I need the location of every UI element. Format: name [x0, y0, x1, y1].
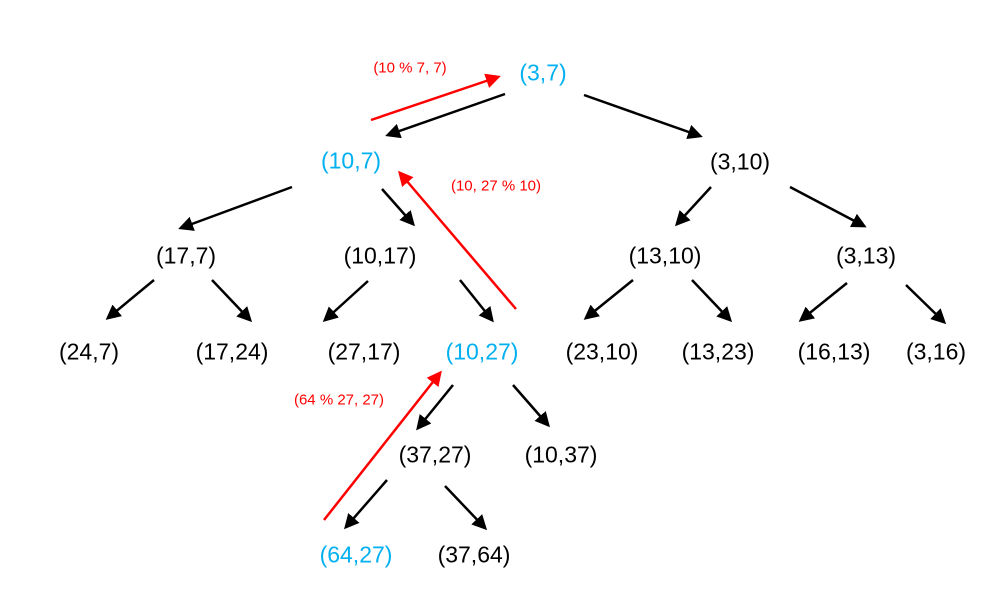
edge: [674, 186, 712, 227]
node-17-24: (17,24): [195, 338, 269, 365]
return-edge: [323, 370, 442, 521]
node-3-7: (3,7): [519, 59, 567, 86]
edge: [798, 282, 848, 322]
edge: [583, 93, 703, 140]
node-13-10: (13,10): [628, 242, 702, 269]
edge: [322, 280, 369, 323]
node-13-23: (13,23): [681, 338, 755, 365]
node-64-27: (64,27): [319, 541, 393, 568]
edge: [381, 188, 415, 227]
return-edge: [398, 170, 517, 310]
annotation-mod-3: (64 % 27, 27): [293, 391, 385, 409]
annotation-mod-1: (10 % 7, 7): [373, 59, 447, 77]
edge: [789, 185, 867, 228]
annotation-mod-2: (10, 27 % 10): [450, 177, 542, 195]
node-23-10: (23,10): [565, 338, 639, 365]
node-3-13: (3,13): [835, 242, 897, 269]
edge: [385, 92, 506, 139]
edge: [444, 485, 488, 531]
node-27-17: (27,17): [327, 338, 401, 365]
node-17-7: (17,7): [155, 242, 217, 269]
edge: [583, 279, 634, 320]
node-10-27: (10,27): [445, 338, 519, 365]
node-37-27: (37,27): [398, 441, 472, 468]
return-edge: [370, 73, 501, 122]
node-3-10: (3,10): [709, 148, 771, 175]
edge: [344, 479, 388, 530]
node-3-16: (3,16): [905, 338, 967, 365]
node-16-13: (16,13): [797, 338, 871, 365]
edge: [691, 279, 733, 323]
edge: [459, 279, 494, 323]
node-10-7: (10,7): [320, 147, 382, 174]
node-37-64: (37,64): [437, 541, 511, 568]
node-10-37: (10,37): [524, 441, 598, 468]
edge: [416, 384, 454, 431]
edge: [905, 284, 947, 325]
edge: [512, 384, 550, 428]
node-24-7: (24,7): [58, 338, 120, 365]
edge: [211, 279, 253, 323]
node-10-17: (10,17): [343, 242, 417, 269]
edge: [178, 185, 293, 231]
edge: [105, 279, 155, 320]
